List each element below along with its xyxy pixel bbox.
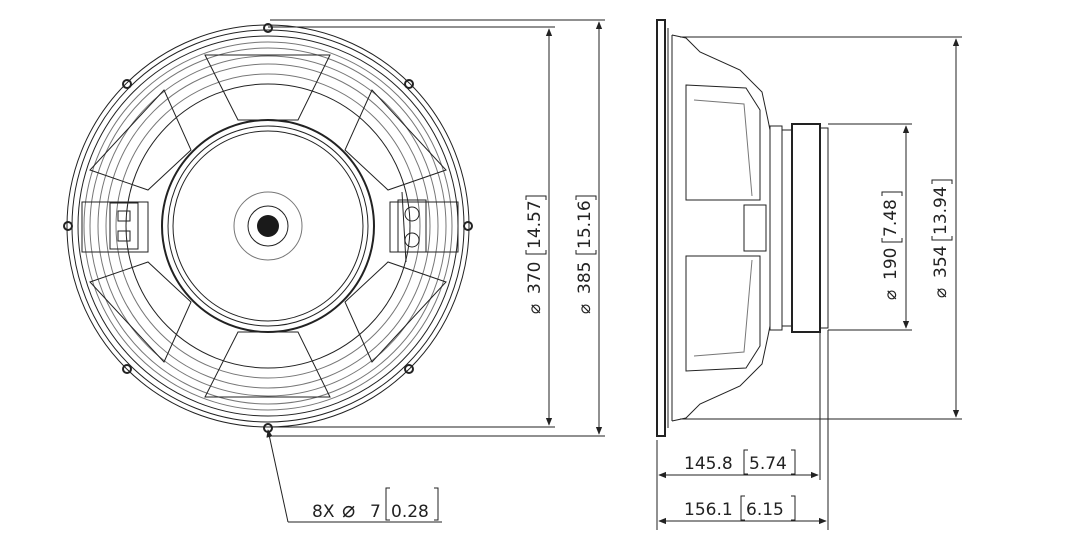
vent-hole [257, 215, 279, 237]
depth-2-mm: 156.1 [684, 500, 733, 520]
dim-354-mm: 354 [931, 246, 951, 278]
basket-spokes [81, 54, 459, 398]
dim-385-dia: ⌀ [575, 304, 595, 314]
depth-1-mm: 145.8 [684, 454, 733, 474]
dim-354-inch: 13.94 [931, 186, 951, 235]
terminal-left [109, 202, 139, 250]
holes-dia: ⌀ [342, 498, 355, 523]
dim-370: ⌀ 370 14.57 [525, 195, 547, 314]
holes-count: 8X [312, 502, 335, 522]
dim-depth-1: 145.8 5.74 [684, 449, 796, 475]
side-view [656, 19, 962, 530]
dim-depth-2: 156.1 6.15 [684, 495, 796, 521]
dim-385: ⌀ 385 15.16 [575, 195, 597, 314]
dim-354-dia: ⌀ [931, 288, 951, 298]
dim-190: ⌀ 190 7.48 [881, 191, 903, 300]
dim-190-inch: 7.48 [881, 199, 901, 237]
dim-385-mm: 385 [575, 262, 595, 294]
dim-370-inch: 14.57 [525, 200, 545, 249]
front-view [63, 19, 605, 523]
holes-callout: 8X ⌀ 7 0.28 [312, 487, 439, 523]
dim-190-mm: 190 [881, 248, 901, 280]
dim-354: ⌀ 354 13.94 [931, 179, 953, 298]
terminal-right [397, 191, 427, 263]
depth-1-inch: 5.74 [749, 454, 787, 474]
dim-190-dia: ⌀ [881, 290, 901, 300]
holes-mm: 7 [370, 502, 381, 522]
holes-inch: 0.28 [391, 502, 429, 522]
dim-370-dia: ⌀ [525, 304, 545, 314]
dim-385-inch: 15.16 [575, 200, 595, 249]
depth-2-inch: 6.15 [746, 500, 784, 520]
dim-370-mm: 370 [525, 262, 545, 294]
